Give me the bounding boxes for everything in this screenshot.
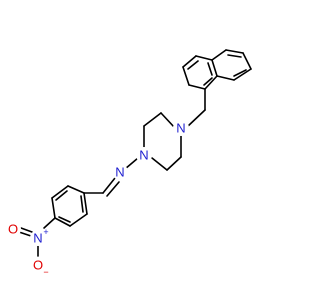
bonds-layer: [18, 49, 252, 257]
charge-minus: −: [43, 267, 48, 277]
bond: [55, 190, 68, 201]
bond: [20, 227, 33, 233]
nitro-oxygen-double-atom: O: [5, 221, 21, 237]
bond: [187, 60, 199, 70]
bond: [242, 52, 252, 70]
bond: [54, 217, 71, 227]
atom-label-o: O: [8, 222, 18, 237]
bond: [106, 181, 120, 197]
bond: [151, 157, 168, 171]
atom-labels-layer: N N N N + O O −: [5, 120, 189, 277]
bond: [225, 49, 244, 54]
bond: [18, 231, 32, 237]
bond: [195, 55, 213, 61]
bond: [211, 59, 218, 77]
bond: [124, 157, 139, 170]
bond: [102, 177, 116, 194]
atom-label-o: O: [33, 258, 43, 273]
bond: [69, 213, 88, 227]
bond: [143, 112, 162, 127]
bond: [227, 54, 242, 58]
piperazine-n1-atom: N: [136, 147, 152, 163]
bond: [80, 195, 84, 213]
piperazine-n4-atom: N: [173, 120, 189, 136]
atom-label-n: N: [33, 231, 42, 246]
bond: [51, 197, 56, 219]
bond: [216, 75, 235, 81]
bond: [182, 55, 197, 68]
bond: [58, 216, 71, 223]
bond: [51, 185, 69, 199]
bond: [83, 192, 88, 215]
bond: [188, 84, 206, 90]
bond: [186, 109, 206, 128]
bond: [203, 77, 213, 86]
atom-label-n: N: [176, 121, 185, 136]
atom-label-n: N: [139, 148, 148, 163]
bond: [160, 112, 176, 129]
bond: [166, 156, 182, 171]
molecule-structure-diagram: N N N N + O O −: [5, 49, 252, 277]
nitro-oxygen-single-atom: O −: [30, 257, 49, 277]
charge-plus: +: [43, 227, 48, 237]
bond: [233, 68, 252, 81]
nitro-nitrogen-atom: N +: [30, 227, 49, 246]
bond: [67, 185, 85, 194]
bond: [204, 75, 218, 90]
bond: [182, 66, 190, 86]
atom-label-n: N: [115, 165, 124, 180]
bond: [233, 69, 247, 77]
bond: [207, 62, 213, 76]
imine-nitrogen-atom: N: [112, 164, 128, 180]
bond: [43, 217, 56, 229]
bond: [211, 49, 227, 61]
